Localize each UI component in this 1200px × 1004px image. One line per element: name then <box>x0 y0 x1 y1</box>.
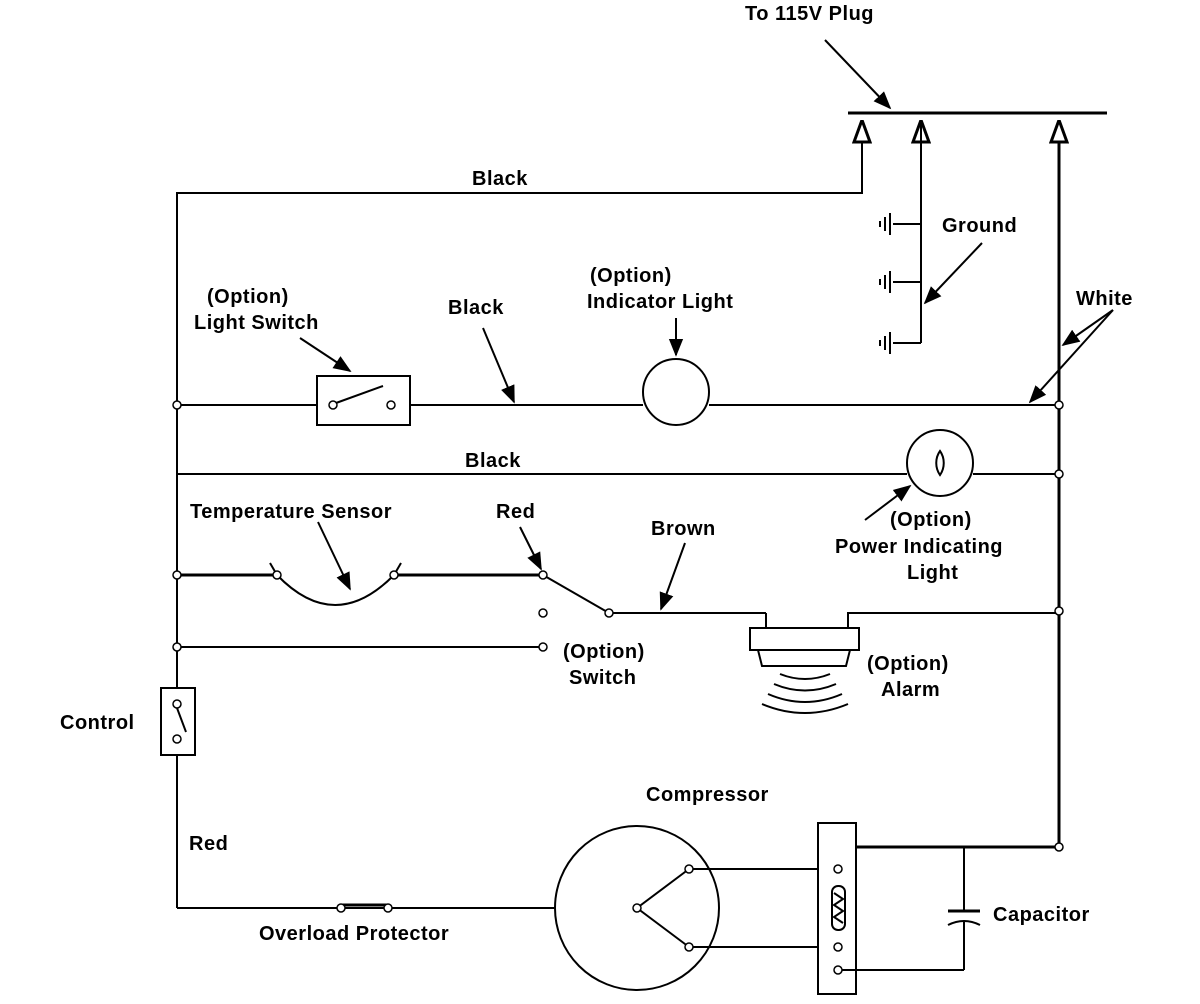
label-ground: Ground <box>942 215 1017 237</box>
label-temp-sensor: Temperature Sensor <box>190 501 392 523</box>
wire-nodes <box>172 400 1064 975</box>
label-switch: Switch <box>569 667 636 689</box>
label-overload: Overload Protector <box>259 923 449 945</box>
ground-pointer <box>923 242 983 305</box>
label-alarm-option: (Option) <box>867 653 949 675</box>
label-power-light: Light <box>907 562 958 584</box>
label-power-light-option: (Option) <box>890 509 972 531</box>
power-indicating-light <box>906 429 974 497</box>
indicator-light <box>642 358 710 426</box>
label-black-row2: Black <box>465 450 521 472</box>
label-red-sensor: Red <box>496 501 535 523</box>
red-pointer <box>519 526 542 571</box>
white-pointer-b <box>1028 309 1114 404</box>
alarm-base <box>756 649 852 667</box>
power-light-filament <box>935 449 945 477</box>
option-switch-blade <box>542 574 610 614</box>
label-capacitor: Capacitor <box>993 904 1090 926</box>
ground-symbols <box>879 213 921 354</box>
label-compressor: Compressor <box>646 784 769 806</box>
label-white: White <box>1076 288 1133 310</box>
power-light-pointer <box>864 484 912 521</box>
label-red-left: Red <box>189 833 228 855</box>
label-plug: To 115V Plug <box>745 3 874 25</box>
label-indicator-option: (Option) <box>590 265 672 287</box>
white-pointer-a <box>1061 309 1114 347</box>
black-mid-pointer <box>482 327 515 404</box>
label-black-top: Black <box>472 168 528 190</box>
label-alarm: Alarm <box>881 679 940 701</box>
brown-pointer <box>659 542 686 611</box>
alarm <box>749 627 860 651</box>
alarm-lead-right <box>847 612 1059 628</box>
label-switch-option: (Option) <box>563 641 645 663</box>
label-power-indicating: Power Indicating <box>835 536 1003 558</box>
alarm-sound-waves <box>761 673 849 714</box>
label-light-switch: Light Switch <box>194 312 319 334</box>
light-switch[interactable] <box>316 375 411 426</box>
control[interactable] <box>160 687 196 756</box>
label-light-switch-option: (Option) <box>207 286 289 308</box>
label-brown: Brown <box>651 518 716 540</box>
label-indicator-light: Indicator Light <box>587 291 733 313</box>
black-wire-top <box>176 122 863 908</box>
light-switch-blade <box>335 385 384 404</box>
control-blade <box>176 707 187 733</box>
plug-pointer <box>824 39 892 110</box>
label-black-mid: Black <box>448 297 504 319</box>
temp-sensor-pointer <box>317 521 351 591</box>
light-switch-pointer <box>299 337 352 372</box>
temperature-sensor <box>276 574 395 606</box>
label-control: Control <box>60 712 135 734</box>
